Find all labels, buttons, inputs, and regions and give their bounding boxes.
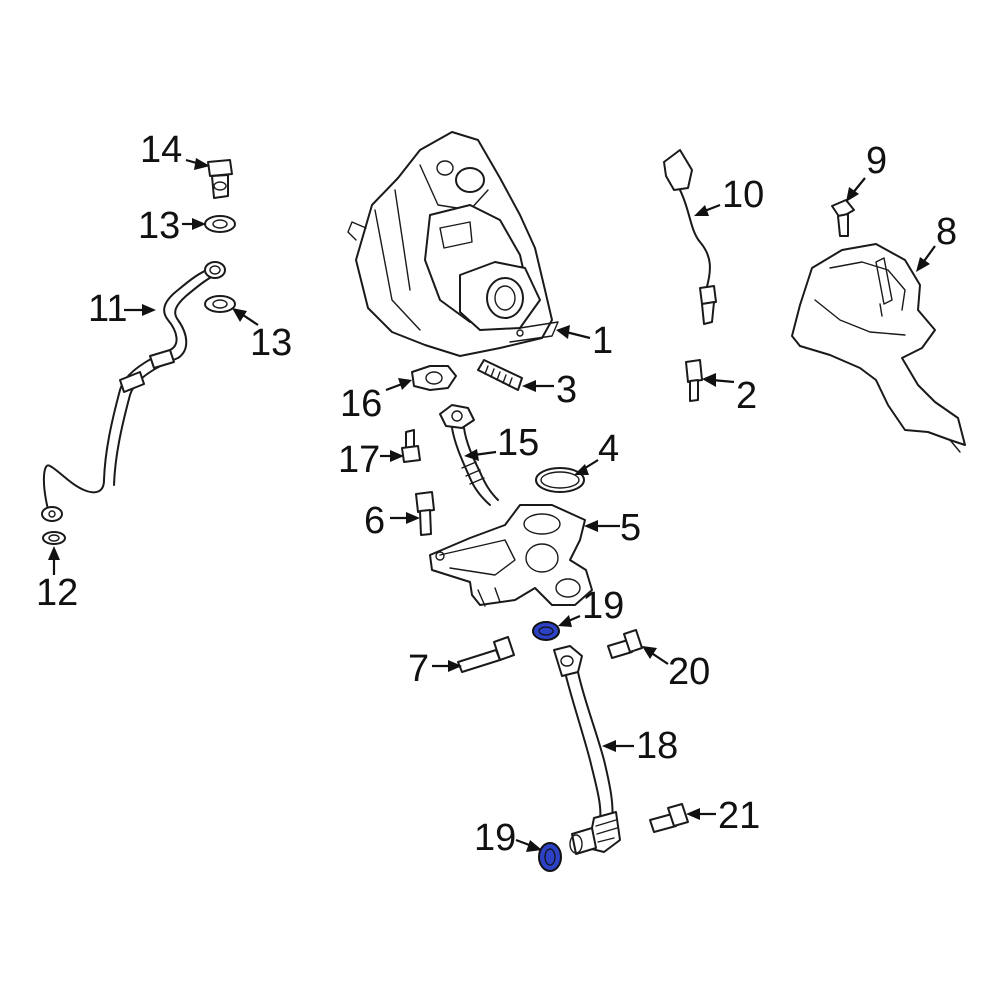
callout-17: 17: [338, 439, 404, 481]
callout-label-13-upper: 13: [138, 205, 180, 247]
callout-19-lower: 19: [474, 817, 542, 859]
callout-13-upper: 13: [138, 205, 206, 247]
callout-8: 8: [916, 211, 957, 272]
seal-ring-part-19-lower[interactable]: [538, 842, 562, 872]
callout-16: 16: [340, 378, 412, 425]
callout-1: 1: [556, 320, 613, 362]
washer-part-12[interactable]: [42, 531, 66, 545]
heat-shield-part-8[interactable]: [791, 243, 966, 453]
screw-part-9[interactable]: [831, 199, 855, 237]
callout-label-6: 6: [364, 500, 385, 542]
gasket-part-4[interactable]: [535, 467, 585, 493]
callout-label-12: 12: [36, 572, 78, 614]
callout-10: 10: [694, 174, 764, 216]
callout-label-15: 15: [497, 422, 539, 464]
callout-label-18: 18: [636, 725, 678, 767]
callout-15: 15: [464, 422, 539, 464]
callout-3: 3: [522, 369, 577, 411]
callout-label-1: 1: [592, 320, 613, 362]
callout-label-4: 4: [598, 428, 619, 470]
callout-label-9: 9: [866, 140, 887, 182]
callout-20: 20: [642, 646, 710, 693]
callout-label-17: 17: [338, 439, 380, 481]
oil-return-pipe-part-15[interactable]: [439, 404, 499, 506]
callout-label-16: 16: [340, 383, 382, 425]
callout-label-19-upper: 19: [582, 585, 624, 627]
callout-label-10: 10: [722, 174, 764, 216]
turbocharger-part[interactable]: [347, 131, 559, 357]
callout-4: 4: [574, 428, 619, 475]
gasket-part-16[interactable]: [411, 365, 457, 391]
callout-6: 6: [364, 500, 420, 542]
callout-18: 18: [602, 725, 678, 767]
stud-part-3[interactable]: [477, 359, 523, 391]
oxygen-sensor-part-10[interactable]: [663, 149, 717, 325]
callout-label-2: 2: [736, 375, 757, 417]
coolant-pipe-part-18[interactable]: [553, 645, 621, 855]
banjo-bolt-part-14[interactable]: [207, 159, 233, 199]
callout-label-7: 7: [408, 648, 429, 690]
callout-label-8: 8: [936, 211, 957, 253]
seal-ring-part-19-upper[interactable]: [532, 621, 560, 641]
callout-11: 11: [88, 288, 156, 330]
bolt-part-6[interactable]: [415, 491, 435, 536]
callout-label-3: 3: [556, 369, 577, 411]
manifold-bracket-part-5[interactable]: [429, 504, 593, 607]
callout-14: 14: [140, 129, 210, 171]
washer-part-13-lower[interactable]: [204, 295, 236, 313]
callout-21: 21: [686, 795, 760, 837]
washer-part-13-upper[interactable]: [204, 215, 236, 233]
callout-label-14: 14: [140, 129, 182, 171]
callout-12: 12: [36, 546, 78, 614]
callout-13-lower: 13: [232, 308, 292, 364]
callout-label-21: 21: [718, 795, 760, 837]
bolt-part-7[interactable]: [457, 636, 515, 673]
bolt-part-21[interactable]: [649, 803, 689, 833]
bolt-part-2[interactable]: [685, 359, 703, 402]
callout-7: 7: [408, 648, 462, 690]
bolt-part-17[interactable]: [401, 429, 421, 463]
callout-label-19-lower: 19: [474, 817, 516, 859]
callout-2: 2: [702, 373, 757, 417]
callout-label-11: 11: [88, 288, 127, 330]
oil-feed-line-part-11[interactable]: [41, 261, 226, 522]
callout-19-upper: 19: [558, 585, 624, 627]
callout-5: 5: [584, 507, 641, 549]
callout-label-13-lower: 13: [250, 322, 292, 364]
bolt-part-20[interactable]: [607, 629, 643, 659]
callout-9: 9: [846, 140, 887, 202]
callout-label-5: 5: [620, 507, 641, 549]
callout-label-20: 20: [668, 651, 710, 693]
